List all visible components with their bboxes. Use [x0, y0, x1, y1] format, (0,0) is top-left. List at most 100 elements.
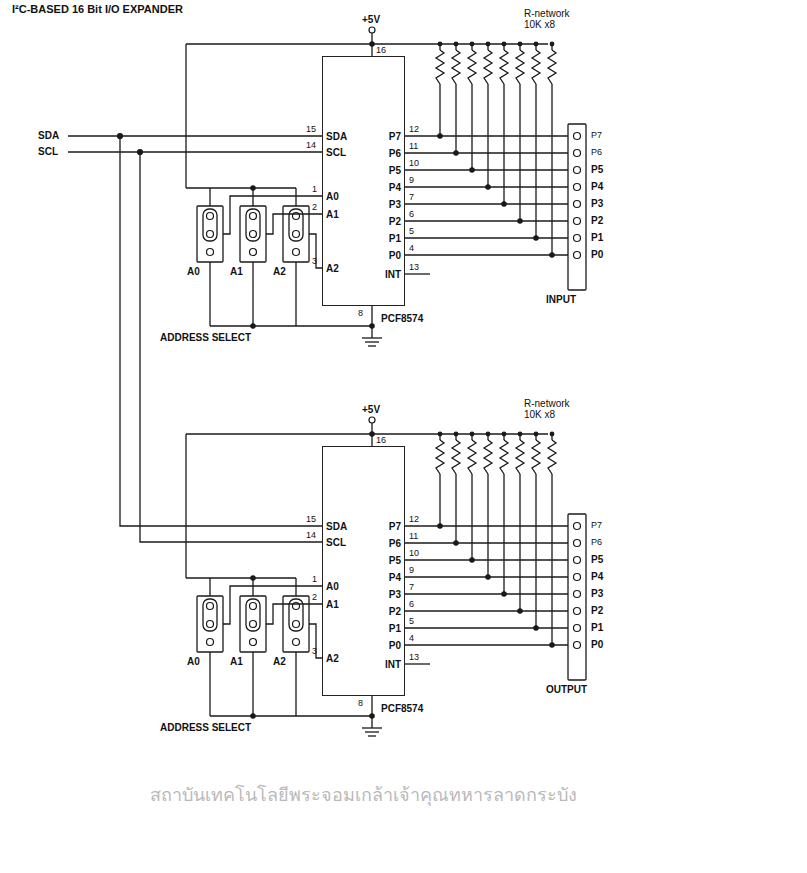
- bus-wire: [120, 136, 322, 526]
- pin-number: 16: [376, 435, 386, 446]
- pin-header: [568, 124, 586, 290]
- pin-name: P6: [389, 538, 401, 549]
- part-number: PCF8574: [381, 703, 423, 714]
- jumper-label: A2: [273, 266, 286, 277]
- pin-number: 11: [409, 141, 418, 152]
- port-wire: [405, 559, 568, 560]
- jumper-pin: [207, 621, 214, 628]
- jumper-pin: [207, 213, 214, 220]
- supply-label: +5V: [362, 404, 380, 415]
- junction-dot: [370, 324, 374, 328]
- pin-number: 2: [312, 202, 317, 213]
- resistor-symbol: [468, 50, 476, 84]
- pin-number: 10: [409, 548, 419, 559]
- resistor-lead: [503, 474, 504, 594]
- pin-number: 9: [409, 175, 414, 186]
- header-pin: [574, 150, 581, 157]
- pin-number: 9: [409, 565, 414, 576]
- pin-name: SDA: [326, 131, 347, 142]
- header-pin-label: P2: [591, 215, 603, 226]
- junction-dot: [470, 432, 474, 436]
- junction-dot: [251, 324, 255, 328]
- junction-dot: [534, 432, 538, 436]
- jumper-pin: [250, 213, 257, 220]
- header-pin: [574, 557, 581, 564]
- header-pin: [574, 133, 581, 140]
- junction-dot: [534, 42, 538, 46]
- pin-name: SCL: [326, 537, 346, 548]
- resistor-symbol: [500, 50, 508, 84]
- pin-number: 12: [409, 514, 419, 525]
- diagram-title: I²C-BASED 16 Bit I/O EXPANDER: [12, 4, 183, 15]
- resistor-symbol: [484, 440, 492, 474]
- junction-dot: [470, 42, 474, 46]
- resistor-symbol: [532, 50, 540, 84]
- junction-dot: [518, 432, 522, 436]
- junction-dot: [251, 714, 255, 718]
- header-pin-label: P2: [591, 605, 603, 616]
- jumper-lead: [295, 652, 296, 716]
- junction-dot: [518, 42, 522, 46]
- resistor-symbol: [436, 440, 444, 474]
- resistor-symbol: [484, 50, 492, 84]
- port-wire: [405, 169, 568, 170]
- header-pin: [574, 625, 581, 632]
- port-wire: [405, 610, 568, 611]
- pin-number: 15: [306, 514, 316, 525]
- int-wire: [405, 663, 430, 664]
- connector-label: OUTPUT: [546, 684, 587, 695]
- pin-name: SDA: [326, 521, 347, 532]
- pin-name: P7: [389, 131, 401, 142]
- pin-name: P4: [389, 572, 401, 583]
- jumper-pin: [293, 249, 300, 256]
- pin-name: A2: [326, 653, 339, 664]
- component-label: R-network 10K x8: [524, 8, 586, 30]
- ground-symbol: [365, 341, 379, 342]
- junction-dot: [550, 42, 554, 46]
- pin-number: 8: [358, 308, 363, 319]
- header-pin: [574, 235, 581, 242]
- pin-name: P0: [389, 250, 401, 261]
- pin-number: 13: [409, 652, 419, 663]
- resistor-symbol: [500, 440, 508, 474]
- bus-wire: [140, 152, 322, 542]
- header-pin-label: P7: [591, 520, 602, 531]
- header-pin-label: P5: [591, 554, 603, 565]
- ground-symbol: [368, 735, 376, 736]
- signal-name: SCL: [38, 146, 58, 157]
- resistor-symbol: [452, 440, 460, 474]
- pin-number: 13: [409, 262, 419, 273]
- junction-dot: [438, 42, 442, 46]
- resistor-lead: [487, 474, 488, 577]
- ic-chip: SDASCLA0A1A2P7P6P5P4P3P2P1P0INTPCF8574: [322, 56, 405, 306]
- supply-rail: [186, 43, 548, 44]
- ground-wire: [210, 325, 372, 326]
- junction-dot: [370, 714, 374, 718]
- port-wire: [405, 627, 568, 628]
- resistor-lead: [519, 474, 520, 611]
- header-pin-label: P0: [591, 639, 603, 650]
- header-pin-label: P7: [591, 130, 602, 141]
- junction-dot: [502, 432, 506, 436]
- pin-number: 8: [358, 698, 363, 709]
- junction-dot: [438, 432, 442, 436]
- scl-input: [68, 151, 140, 152]
- pin-name: P2: [389, 606, 401, 617]
- pin-name: P1: [389, 623, 401, 634]
- port-wire: [405, 254, 568, 255]
- sda-input: [68, 135, 120, 136]
- resistor-lead: [471, 474, 472, 560]
- pin-number: 4: [409, 243, 414, 254]
- pin-name: P6: [389, 148, 401, 159]
- header-pin: [574, 252, 581, 259]
- pin-name: INT: [385, 269, 401, 280]
- vcc-wire: [185, 434, 186, 578]
- header-pin-label: P6: [591, 147, 602, 158]
- jumper-cap: [203, 599, 217, 631]
- port-wire: [405, 525, 568, 526]
- resistor-symbol: [436, 50, 444, 84]
- vcc-wire: [186, 577, 296, 578]
- group-label: ADDRESS SELECT: [160, 332, 251, 343]
- supply-terminal: [369, 417, 375, 423]
- header-pin-label: P5: [591, 164, 603, 175]
